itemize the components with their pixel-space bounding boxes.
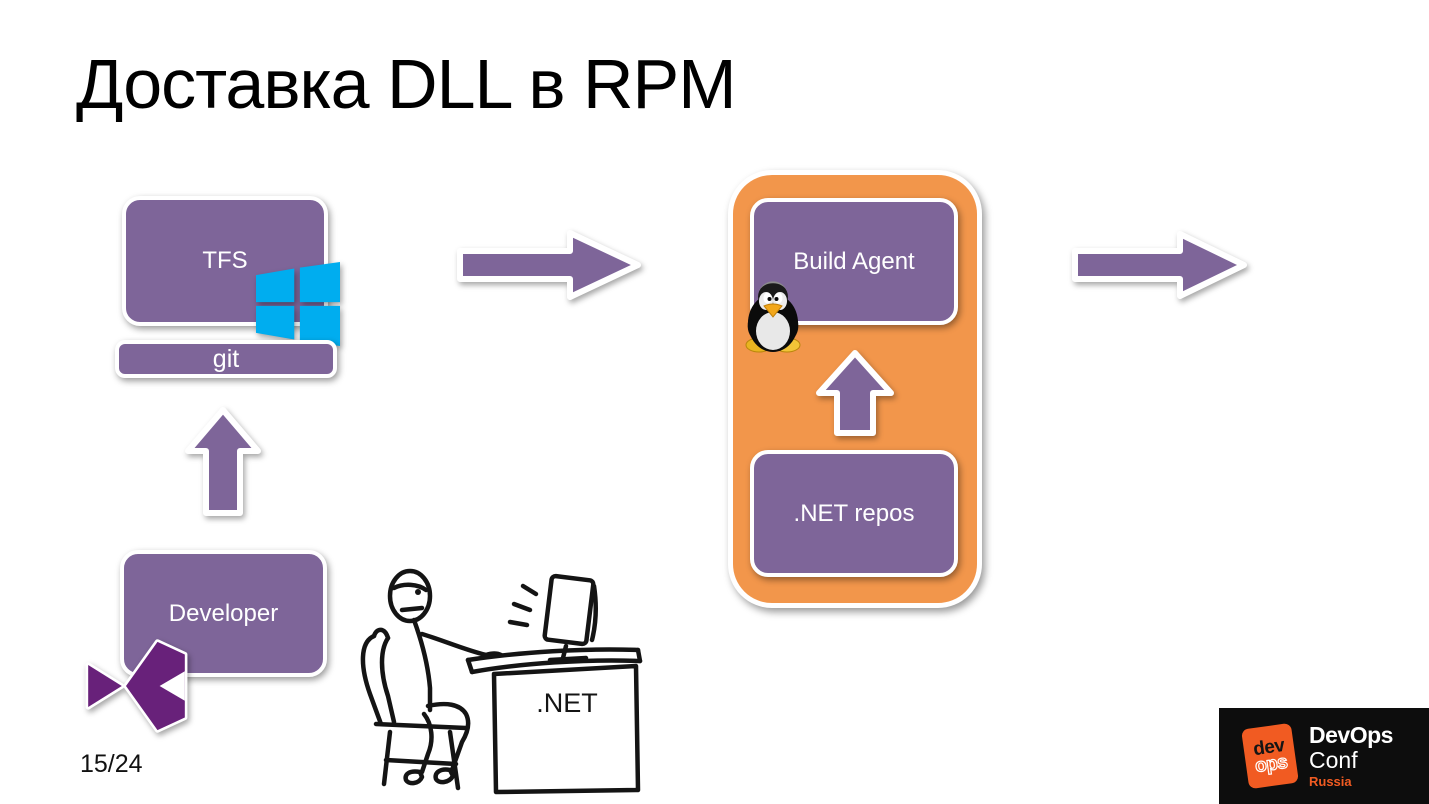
brand-devops: DevOps <box>1309 722 1393 749</box>
developer-at-desk-cartoon <box>350 562 654 802</box>
git-bar: git <box>115 340 337 378</box>
page-title: Доставка DLL в RPM <box>76 45 737 123</box>
slide-page-number: 15/24 <box>80 750 143 778</box>
tfs-box: TFS <box>122 196 328 326</box>
arrow-right-build-to-next <box>1070 227 1250 303</box>
developer-box-label: Developer <box>168 599 279 627</box>
visual-studio-icon <box>84 632 189 740</box>
arrow-up-developer-to-git <box>183 405 263 518</box>
desk-net-label: .NET <box>536 688 598 718</box>
brand-russia: Russia <box>1309 773 1352 789</box>
linux-tux-icon <box>735 279 811 355</box>
devopsconf-logo: dev ops DevOps Conf Russia <box>1219 708 1429 804</box>
badge-ops-text: ops <box>1253 751 1289 778</box>
arrow-up-repos-to-agent <box>815 349 895 437</box>
git-bar-label: git <box>212 344 240 373</box>
build-agent-box-label: Build Agent <box>793 247 915 275</box>
net-repos-box: .NET repos <box>750 450 958 577</box>
windows-icon <box>256 262 340 346</box>
devopsconf-wordmark: DevOps Conf Russia <box>1309 723 1393 788</box>
devops-badge-icon: dev ops <box>1241 722 1299 790</box>
tfs-box-label: TFS <box>202 247 248 274</box>
build-agent-box: Build Agent <box>750 198 958 325</box>
arrow-right-tfs-to-build <box>455 225 645 305</box>
net-repos-box-label: .NET repos <box>793 499 915 527</box>
brand-conf: Conf <box>1309 746 1358 773</box>
